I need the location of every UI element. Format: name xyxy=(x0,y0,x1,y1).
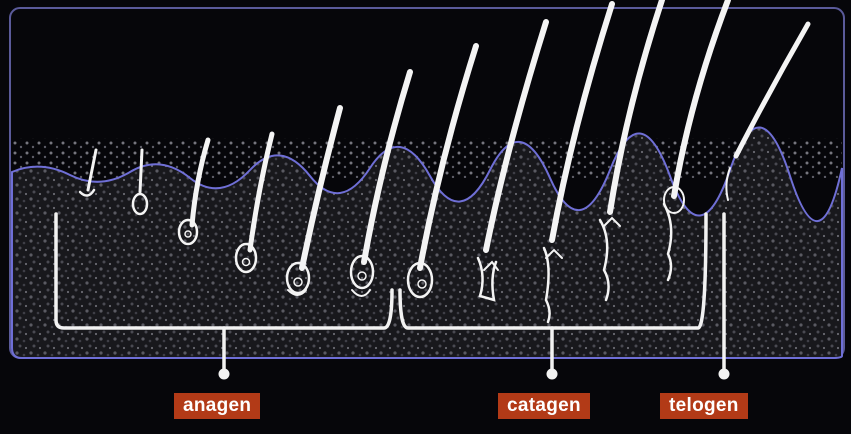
anagen-pointer-dot xyxy=(219,369,230,380)
telogen-label: telogen xyxy=(660,393,748,419)
pointer-dots xyxy=(219,369,730,380)
catagen-pointer-dot xyxy=(547,369,558,380)
telogen-pointer-dot xyxy=(719,369,730,380)
catagen-label: catagen xyxy=(498,393,590,419)
anagen-label: anagen xyxy=(174,393,260,419)
